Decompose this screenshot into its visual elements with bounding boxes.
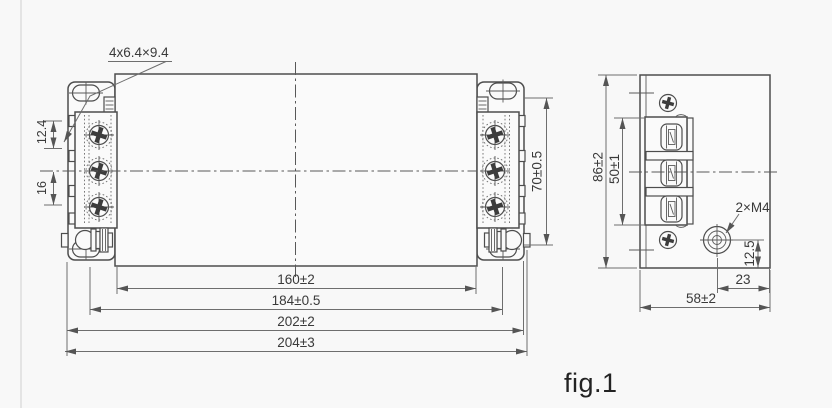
front-view: 4x6.4×9.4 70±0.5 12.4 16 160±2 184±0.5 2…: [35, 45, 553, 356]
dim-58-label: 58±2: [686, 291, 716, 306]
dim-160-label: 160±2: [277, 272, 314, 287]
dim-16-label: 16: [35, 181, 49, 195]
dim-86-label: 86±2: [591, 152, 606, 182]
dim-204-label: 204±3: [277, 335, 314, 350]
ground-stud-right: [483, 227, 523, 253]
m4-stud: [700, 224, 734, 257]
figure-caption: fig.1: [564, 368, 618, 398]
clip-left: [103, 96, 116, 114]
slot-callout-label: 4x6.4×9.4: [109, 45, 169, 60]
ground-stud-left: [74, 227, 114, 253]
m4-callout-label: 2×M4: [736, 200, 771, 215]
terminal-block-left: [69, 112, 117, 228]
dim-125-label: 12.5: [742, 240, 757, 266]
terminal-barrel-middle: [660, 159, 683, 187]
terminal-block-right: [477, 112, 525, 228]
dim-23-label: 23: [735, 272, 750, 287]
terminal-divider-upper: [645, 150, 694, 161]
housing-bottom-curl: [674, 223, 689, 228]
dim-50-label: 50±1: [607, 154, 622, 184]
terminal-back-plate: [686, 117, 694, 225]
cover-screw-top: [658, 93, 678, 113]
side-stud-tip-right: [522, 232, 531, 248]
side-stud-tip-left: [60, 232, 69, 248]
flange-fold-ticks: [629, 92, 654, 251]
dim-202-label: 202±2: [277, 314, 314, 329]
dim-70-label: 70±0.5: [530, 151, 545, 192]
terminal-barrel-top: [660, 123, 683, 151]
dim-bottom-extension-lines: [66, 250, 528, 356]
m4-callout-leader: [725, 213, 740, 234]
dim-184-label: 184±0.5: [272, 293, 321, 308]
dim-124-label: 12.4: [35, 120, 49, 144]
slot-callout-leader: [63, 61, 167, 143]
terminal-barrel-bottom: [660, 195, 683, 223]
terminal-divider-lower: [645, 186, 694, 197]
cover-screw-bottom: [658, 230, 678, 250]
clip-right: [476, 96, 489, 114]
housing-top-curl: [674, 114, 689, 119]
side-view: 86±2 50±1 2×M4 12.5 23 58±2: [591, 74, 779, 312]
dim-50-extension-lines: [614, 117, 645, 226]
